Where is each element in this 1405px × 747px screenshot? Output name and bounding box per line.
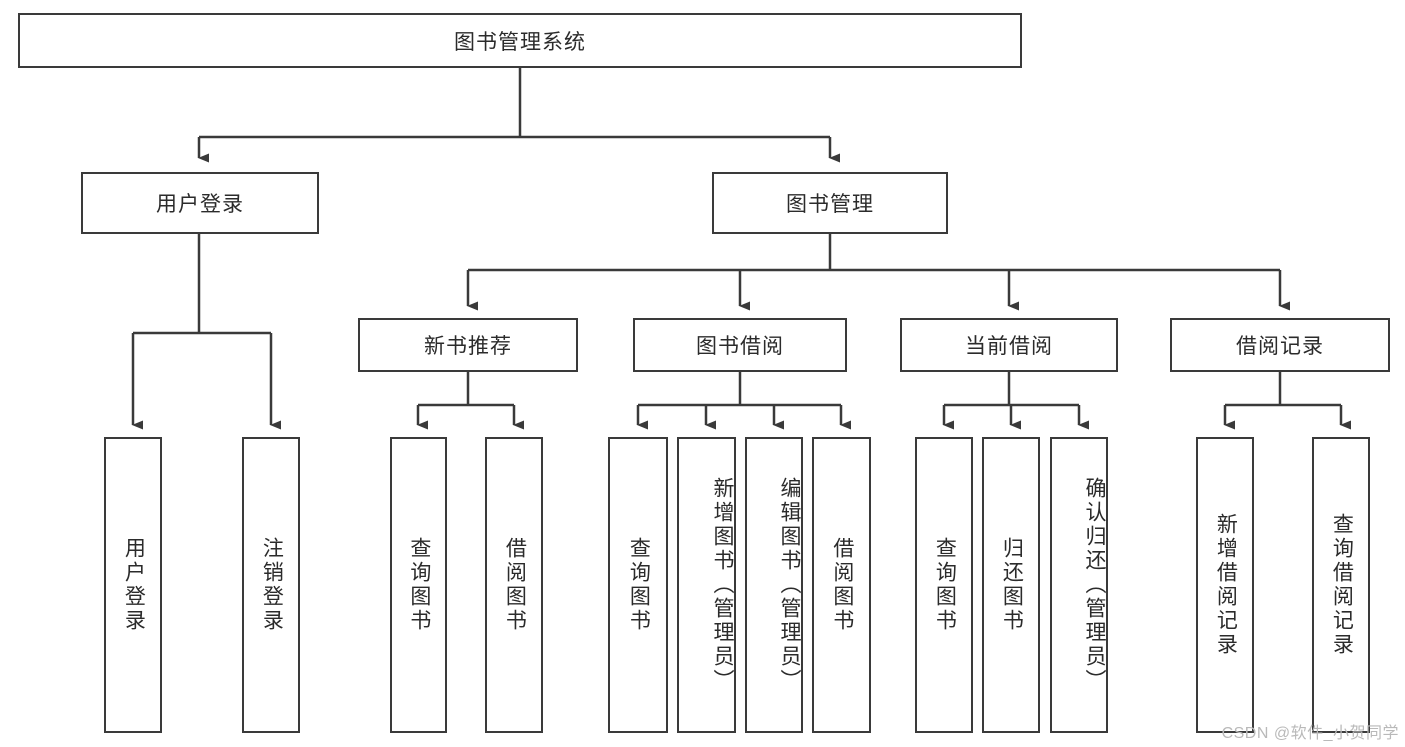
node-user-login[interactable]: 用户登录 <box>81 172 319 234</box>
watermark-text: CSDN @软件_小贺同学 <box>1221 725 1399 742</box>
leaf-current-confirm-return[interactable]: 确认归还（管理员） <box>1050 437 1108 733</box>
node-new-book-recommend[interactable]: 新书推荐 <box>358 318 578 372</box>
leaf-current-query-book[interactable]: 查询图书 <box>915 437 973 733</box>
leaf-borrow-add-book[interactable]: 新增图书（管理员） <box>677 437 736 733</box>
node-borrow-record[interactable]: 借阅记录 <box>1170 318 1390 372</box>
leaf-borrow-borrow-book[interactable]: 借阅图书 <box>812 437 871 733</box>
node-root[interactable]: 图书管理系统 <box>18 13 1022 68</box>
leaf-current-return-book[interactable]: 归还图书 <box>982 437 1040 733</box>
node-current-borrow[interactable]: 当前借阅 <box>900 318 1118 372</box>
node-book-borrow[interactable]: 图书借阅 <box>633 318 847 372</box>
leaf-new-book-borrow[interactable]: 借阅图书 <box>485 437 543 733</box>
leaf-user-login-login[interactable]: 用户登录 <box>104 437 162 733</box>
leaf-user-login-logout[interactable]: 注销登录 <box>242 437 300 733</box>
leaf-borrow-query-book[interactable]: 查询图书 <box>608 437 668 733</box>
leaf-new-book-query[interactable]: 查询图书 <box>390 437 447 733</box>
leaf-record-query[interactable]: 查询借阅记录 <box>1312 437 1370 733</box>
leaf-record-add[interactable]: 新增借阅记录 <box>1196 437 1254 733</box>
node-book-management[interactable]: 图书管理 <box>712 172 948 234</box>
leaf-borrow-edit-book[interactable]: 编辑图书（管理员） <box>745 437 803 733</box>
